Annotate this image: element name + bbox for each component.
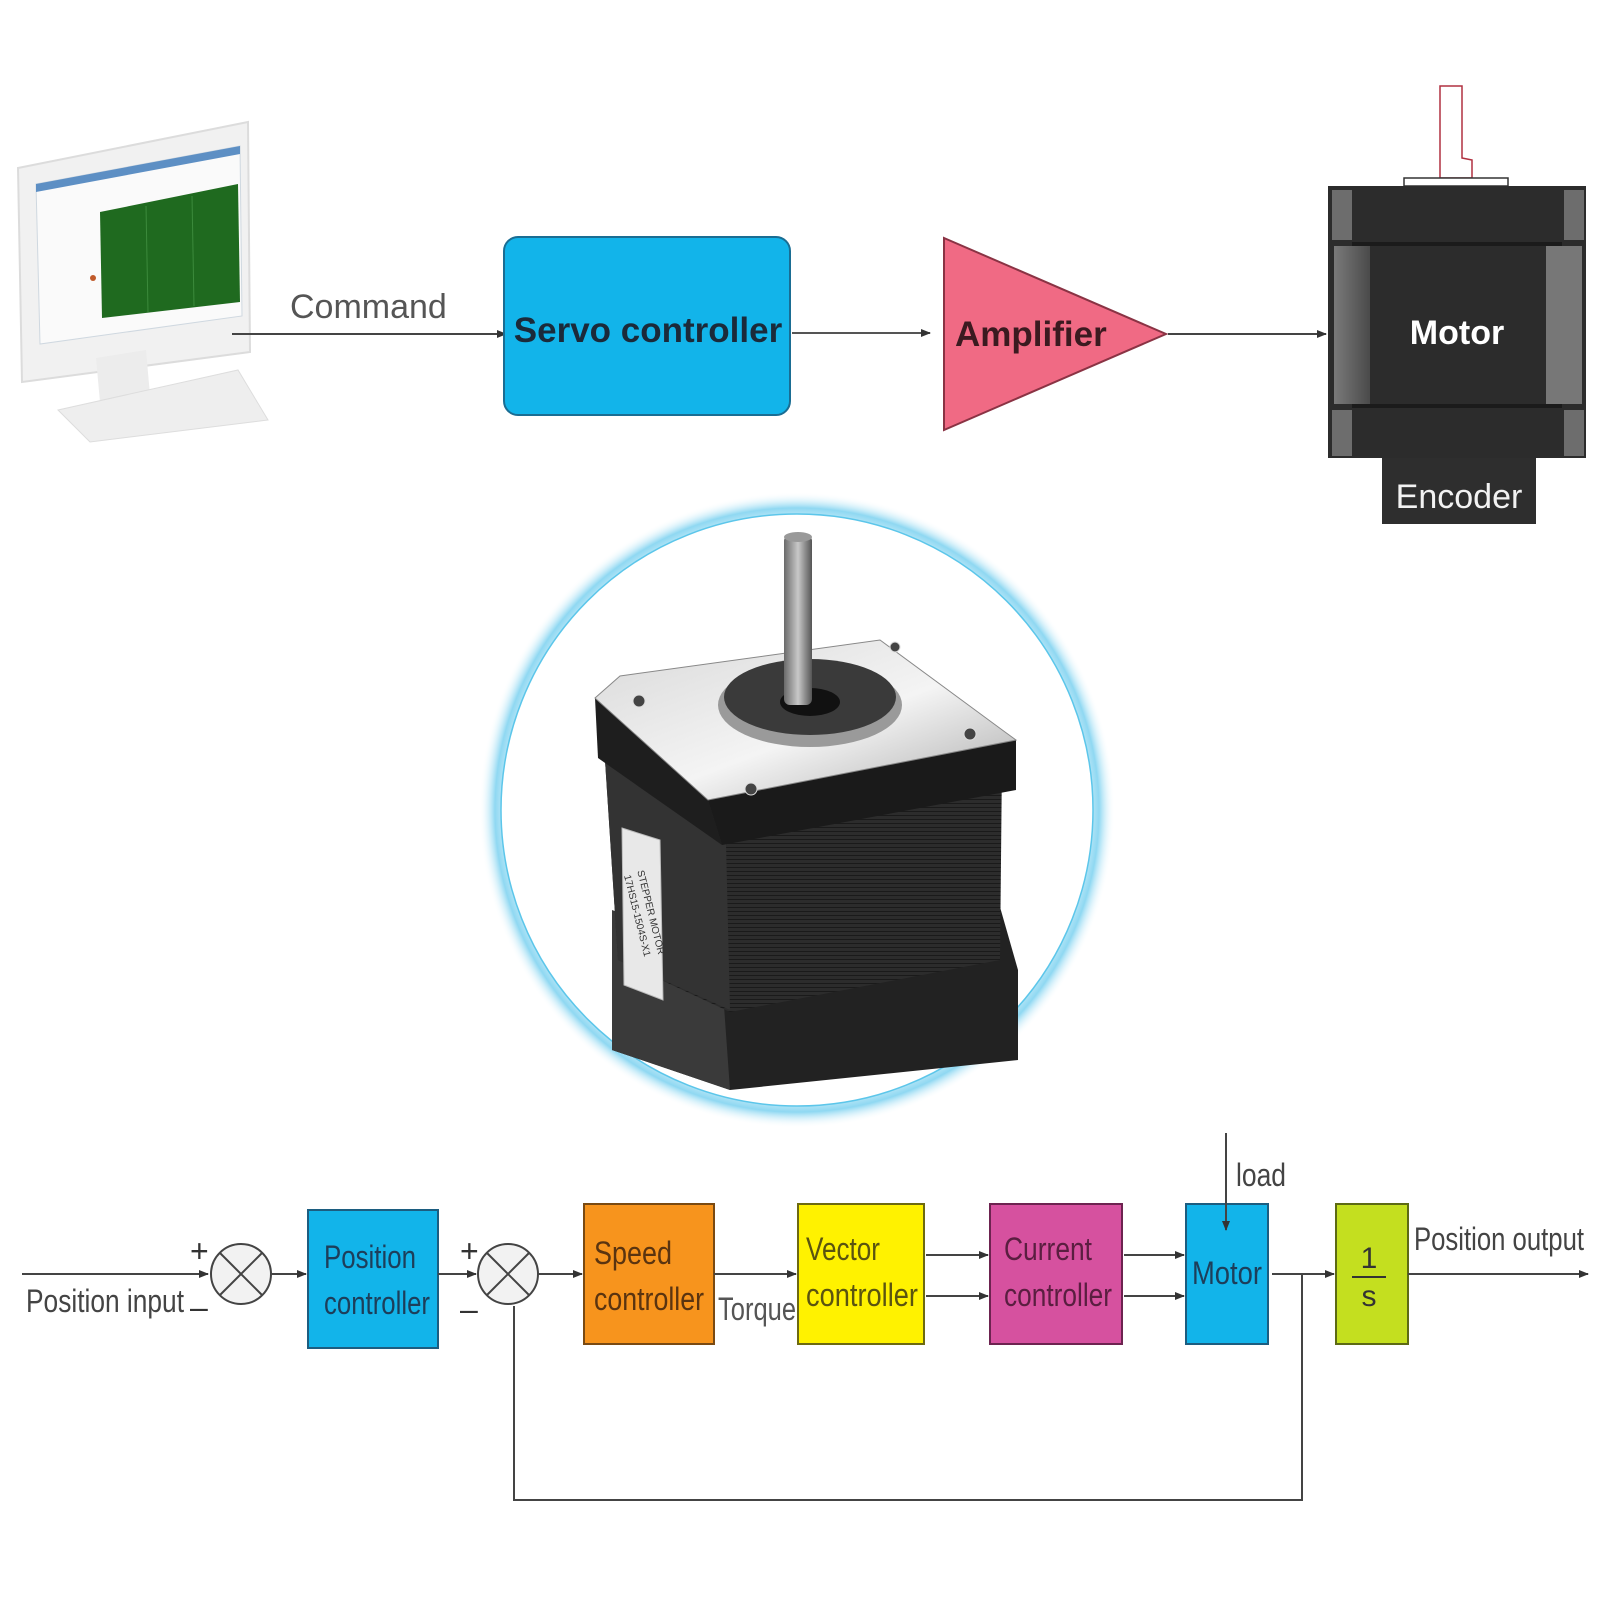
amplifier-block: Amplifier — [943, 236, 1169, 432]
speed-controller-line2: controller — [594, 1281, 704, 1317]
current-controller-line1: Current — [1004, 1231, 1092, 1267]
sum1-plus-sign: + — [190, 1233, 209, 1269]
vector-controller-line2: controller — [806, 1277, 918, 1313]
position-output-label: Position output — [1414, 1221, 1584, 1257]
stepper-motor-icon — [594, 532, 1018, 1090]
sum2-plus-sign: + — [460, 1233, 479, 1269]
vector-controller-block — [797, 1203, 925, 1345]
stepper-motor-photo: STEPPER MOTOR 17HS15-1504S-X1 — [479, 492, 1115, 1128]
motor-block: Motor — [1328, 85, 1586, 458]
position-controller-line2: controller — [324, 1285, 430, 1321]
speed-feedback-line — [513, 1274, 1303, 1501]
position-input-label: Position input — [26, 1283, 184, 1319]
speed-controller-line1: Speed — [594, 1235, 672, 1271]
sum1-minus-sign: – — [190, 1289, 208, 1325]
computer-monitor-icon — [16, 120, 269, 443]
position-controller-line1: Position — [324, 1239, 416, 1275]
speed-controller-block — [583, 1203, 715, 1345]
servo-controller-block: Servo controller — [503, 236, 791, 416]
encoder-block: Encoder — [1382, 458, 1536, 524]
current-controller-line2: controller — [1004, 1277, 1112, 1313]
position-controller-block — [307, 1209, 439, 1349]
integrator-block — [1335, 1203, 1409, 1345]
load-label: load — [1236, 1157, 1286, 1193]
sum2-minus-sign: – — [460, 1291, 478, 1327]
vector-controller-line1: Vector — [806, 1231, 880, 1267]
current-controller-block — [989, 1203, 1123, 1345]
servo-controller-label: Servo controller — [514, 311, 783, 350]
amplifier-label: Amplifier — [955, 315, 1107, 354]
summing-junction-2 — [477, 1243, 539, 1305]
motor-label: Motor — [1410, 314, 1504, 352]
motor-block-label: Motor — [1192, 1255, 1262, 1291]
command-label: Command — [290, 288, 447, 326]
torque-label: Torque — [718, 1291, 796, 1327]
control-block-diagram — [22, 1133, 1589, 1501]
summing-junction-1 — [210, 1243, 272, 1305]
encoder-label: Encoder — [1396, 478, 1523, 516]
integrator-numerator: 1 — [1361, 1242, 1378, 1275]
integrator-denominator: s — [1362, 1280, 1377, 1313]
